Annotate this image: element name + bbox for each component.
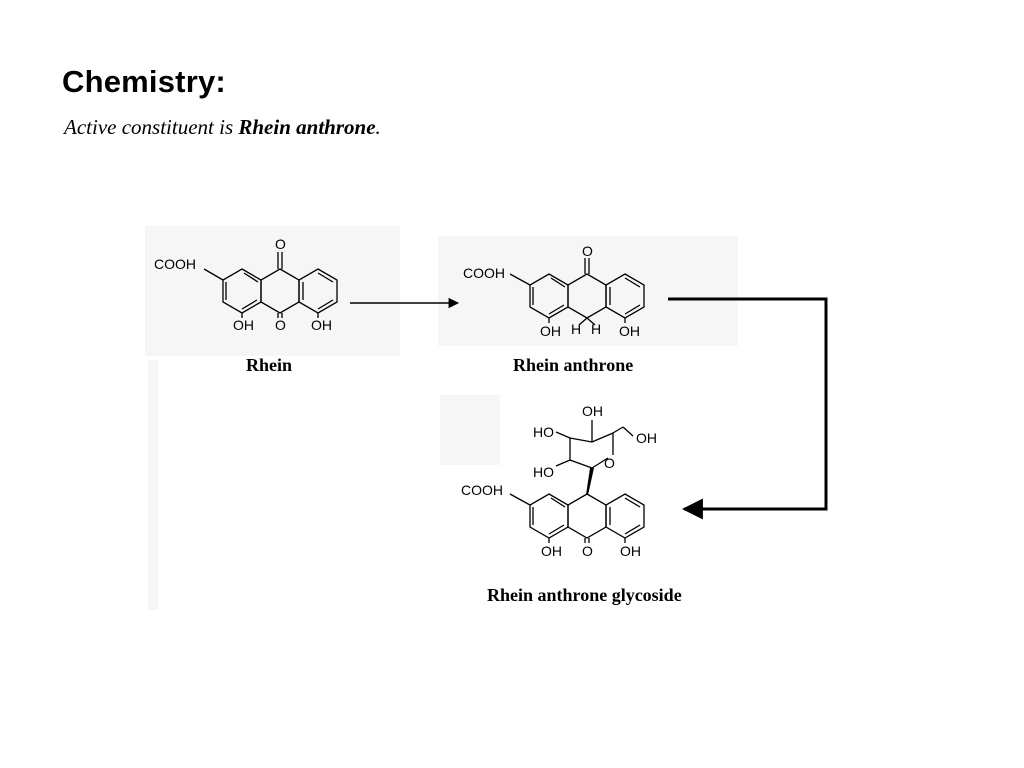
rhein-oxo-bottom-label: O <box>275 317 286 333</box>
subtitle-prefix: Active constituent is <box>64 115 239 139</box>
rhein-atom-labels: COOH O OH O OH <box>154 236 332 333</box>
sugar-ring-o-label: O <box>604 455 615 471</box>
anthrone-oxo-label: O <box>582 243 593 259</box>
sugar-ho-left-label: HO <box>533 424 554 440</box>
glycoside-oh-left-label: OH <box>541 543 562 559</box>
glycoside-sugar-structure <box>555 420 634 495</box>
glycosylation-arrow <box>668 297 828 520</box>
sugar-oh-top-label: OH <box>582 403 603 419</box>
slide-subtitle: Active constituent is Rhein anthrone. <box>64 115 381 140</box>
sugar-ho-lower-label: HO <box>533 464 554 480</box>
glycoside-oh-right-label: OH <box>620 543 641 559</box>
anthrone-h1-label: H <box>571 321 581 337</box>
glycoside-name: Rhein anthrone glycoside <box>487 585 682 605</box>
sugar-oh-right-label: OH <box>636 430 657 446</box>
rhein-oxo-top-label: O <box>275 236 286 252</box>
anthrone-name: Rhein anthrone <box>513 355 633 375</box>
glycoside-aglycone-structure <box>509 493 645 543</box>
glycoside-atom-labels: OH HO OH HO O COOH OH O OH <box>461 403 657 559</box>
rhein-oh-right-label: OH <box>311 317 332 333</box>
rhein-name: Rhein <box>246 355 292 375</box>
anthrone-structure <box>509 258 645 326</box>
anthrone-cooh-label: COOH <box>463 265 505 281</box>
anthrone-oh-right-label: OH <box>619 323 640 339</box>
anthrone-oh-left-label: OH <box>540 323 561 339</box>
rhein-oh-left-label: OH <box>233 317 254 333</box>
background-halos <box>145 226 738 610</box>
anthrone-atom-labels: COOH O OH H H OH <box>463 243 640 339</box>
rhein-cooh-label: COOH <box>154 256 196 272</box>
glycoside-cooh-label: COOH <box>461 482 503 498</box>
rhein-structure <box>203 252 338 318</box>
slide-title: Chemistry: <box>62 64 226 99</box>
glycoside-oxo-label: O <box>582 543 593 559</box>
subtitle-suffix: . <box>375 115 381 139</box>
subtitle-emphasis: Rhein anthrone <box>238 115 376 139</box>
anthrone-h2-label: H <box>591 321 601 337</box>
